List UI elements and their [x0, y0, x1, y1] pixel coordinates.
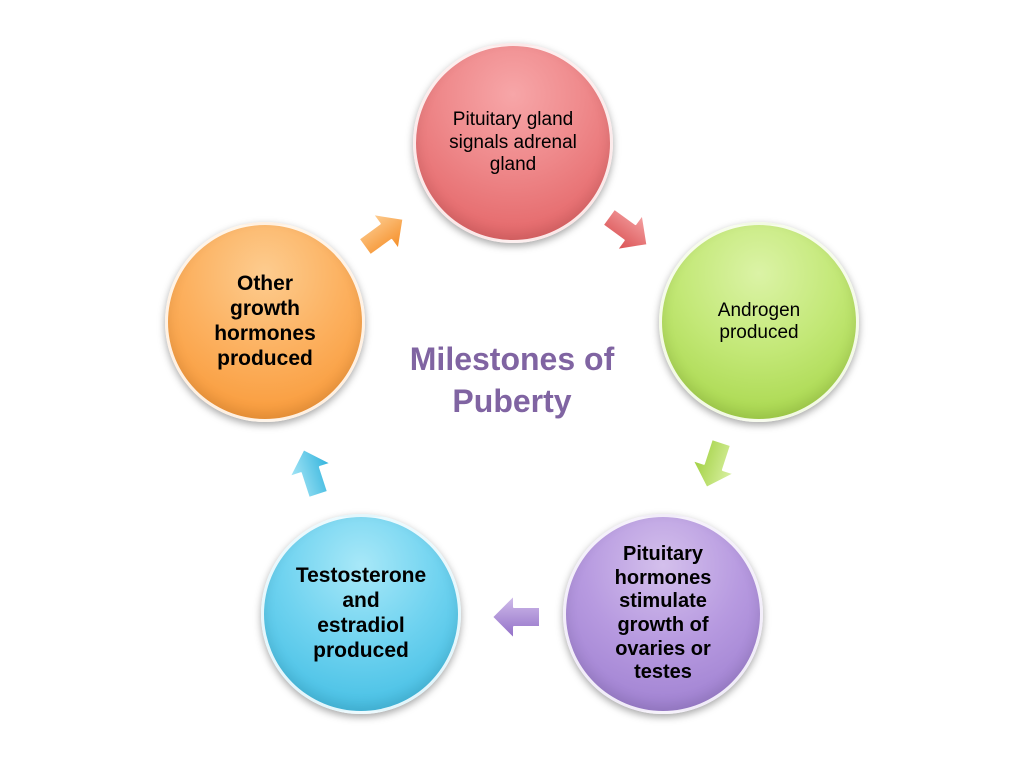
- node-androgen-produced: Androgen produced: [659, 222, 859, 422]
- node-testosterone-estradiol: Testosterone and estradiol produced: [261, 514, 461, 714]
- arrow-right-icon: [357, 213, 405, 257]
- arrow-androgen-to-ovaries: [679, 430, 750, 501]
- node-pituitary-stimulates-growth: Pituitary hormones stimulate growth of o…: [563, 514, 763, 714]
- arrow-right-icon: [288, 448, 333, 499]
- arrow-right-icon: [601, 207, 649, 251]
- node-pituitary-signals-adrenal: Pituitary gland signals adrenal gland: [413, 43, 613, 243]
- node-label: Other growth hormones produced: [214, 272, 316, 370]
- arrow-right-icon: [491, 594, 541, 640]
- arrow-ovaries-to-testosterone: [488, 589, 544, 645]
- node-label: Pituitary gland signals adrenal gland: [449, 109, 577, 176]
- arrow-growth-to-pituitary: [345, 194, 423, 272]
- node-label: Pituitary hormones stimulate growth of o…: [614, 543, 712, 684]
- arrow-testosterone-to-growth: [276, 437, 347, 508]
- arrow-pituitary-to-androgen: [589, 192, 667, 270]
- diagram-title: Milestones of Puberty: [409, 341, 615, 419]
- node-label: Testosterone and estradiol produced: [295, 564, 427, 662]
- node-label: Androgen produced: [717, 299, 801, 343]
- node-other-growth-hormones: Other growth hormones produced: [165, 222, 365, 422]
- arrow-right-icon: [691, 438, 736, 489]
